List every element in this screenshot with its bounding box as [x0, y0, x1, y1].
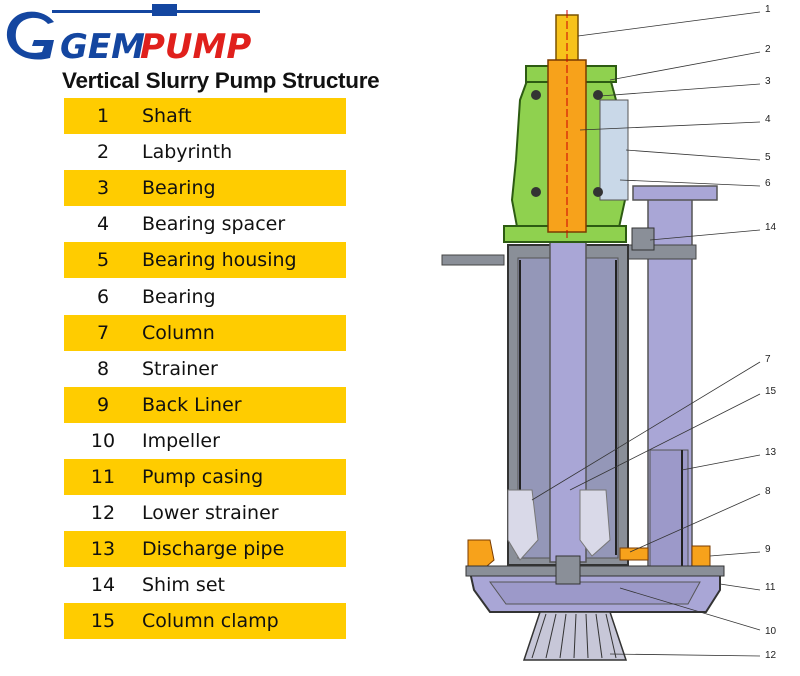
part-name: Bearing housing	[142, 249, 297, 272]
pump-cross-section-diagram: 1 2 3 4 5 6 14 7 15 13 8 9 11 10 12	[441, 4, 777, 661]
list-item: 14 Shim set	[64, 567, 346, 603]
base-plate	[441, 254, 505, 266]
part-name: Bearing	[142, 177, 216, 200]
part-name: Bearing spacer	[142, 213, 286, 236]
callout-6: 6	[765, 178, 771, 189]
logo-text-gem: GEM	[60, 27, 145, 67]
callout-12: 12	[765, 650, 777, 661]
part-name: Strainer	[142, 357, 218, 380]
list-item: 8 Strainer	[64, 351, 346, 387]
list-item: 15 Column clamp	[64, 603, 346, 640]
part-number: 11	[90, 465, 116, 488]
part-number: 7	[96, 321, 110, 344]
part-number: 2	[96, 141, 110, 164]
callout-11: 11	[765, 582, 776, 593]
callout-7: 7	[765, 354, 771, 365]
part-number: 12	[90, 502, 116, 525]
list-item: 4 Bearing spacer	[64, 206, 346, 242]
bearing-housing-cover	[599, 99, 629, 201]
bearing-bottom-right	[593, 187, 603, 197]
impeller-hub	[555, 555, 581, 585]
part-number: 4	[96, 213, 110, 236]
callout-1: 1	[765, 4, 771, 15]
callout-leaders	[531, 11, 761, 657]
part-number: 15	[90, 610, 116, 633]
callout-10: 10	[765, 626, 777, 637]
part-name: Labyrinth	[142, 141, 233, 164]
part-name: Lower strainer	[142, 502, 279, 525]
part-name: Pump casing	[142, 465, 264, 488]
part-number: 3	[96, 177, 110, 200]
logo-text-pump: PUMP	[140, 27, 251, 67]
part-name: Column clamp	[142, 610, 279, 633]
list-item: 1 Shaft	[64, 98, 346, 135]
part-number: 13	[90, 538, 116, 561]
casing-flange	[465, 565, 725, 577]
part-number: 14	[90, 574, 116, 597]
page-title: Vertical Slurry Pump Structure	[62, 68, 380, 93]
bearing-top-left	[531, 90, 541, 100]
callout-2: 2	[765, 44, 771, 55]
list-item: 2 Labyrinth	[64, 134, 346, 170]
callout-4: 4	[765, 114, 771, 125]
impeller-vanes-right	[579, 489, 611, 557]
part-number: 1	[96, 105, 110, 128]
impeller-vanes	[507, 489, 539, 561]
list-item: 10 Impeller	[64, 423, 346, 459]
part-name: Shim set	[142, 574, 225, 597]
callout-3: 3	[765, 76, 771, 87]
part-name: Shaft	[142, 105, 192, 128]
callout-5: 5	[765, 152, 771, 163]
list-item: 11 Pump casing	[64, 458, 346, 496]
list-item: 5 Bearing housing	[64, 242, 346, 279]
list-item: 9 Back Liner	[64, 386, 346, 423]
callout-9: 9	[765, 544, 771, 555]
logo-g-ring	[6, 11, 55, 60]
part-name: Impeller	[142, 429, 220, 452]
list-item: 12 Lower strainer	[64, 495, 346, 531]
callout-14: 14	[765, 222, 777, 233]
part-number: 9	[96, 393, 110, 416]
part-name: Column	[142, 321, 215, 344]
bearing-top-right	[593, 90, 603, 100]
callout-8: 8	[765, 486, 771, 497]
lower-strainer-slats	[531, 613, 617, 659]
logo-swoosh-2	[152, 4, 177, 16]
part-number: 5	[96, 249, 110, 272]
callout-13: 13	[765, 447, 777, 458]
part-name: Bearing	[142, 285, 216, 308]
shim-set	[631, 227, 655, 251]
list-item: 13 Discharge pipe	[64, 531, 346, 568]
part-name: Back Liner	[142, 393, 242, 416]
part-number: 10	[90, 429, 116, 452]
back-liner-right	[691, 545, 711, 569]
list-item: 3 Bearing	[64, 170, 346, 207]
discharge-flange	[632, 185, 718, 201]
list-item: 6 Bearing	[64, 278, 346, 314]
gempump-logo: GEM PUMP	[6, 4, 260, 67]
callout-15: 15	[765, 386, 777, 397]
part-name: Discharge pipe	[142, 538, 285, 561]
part-number: 6	[96, 285, 110, 308]
bearing-bottom-left	[531, 187, 541, 197]
casing-inner	[489, 581, 701, 605]
list-item: 7 Column	[64, 314, 346, 351]
part-number: 8	[96, 357, 110, 380]
